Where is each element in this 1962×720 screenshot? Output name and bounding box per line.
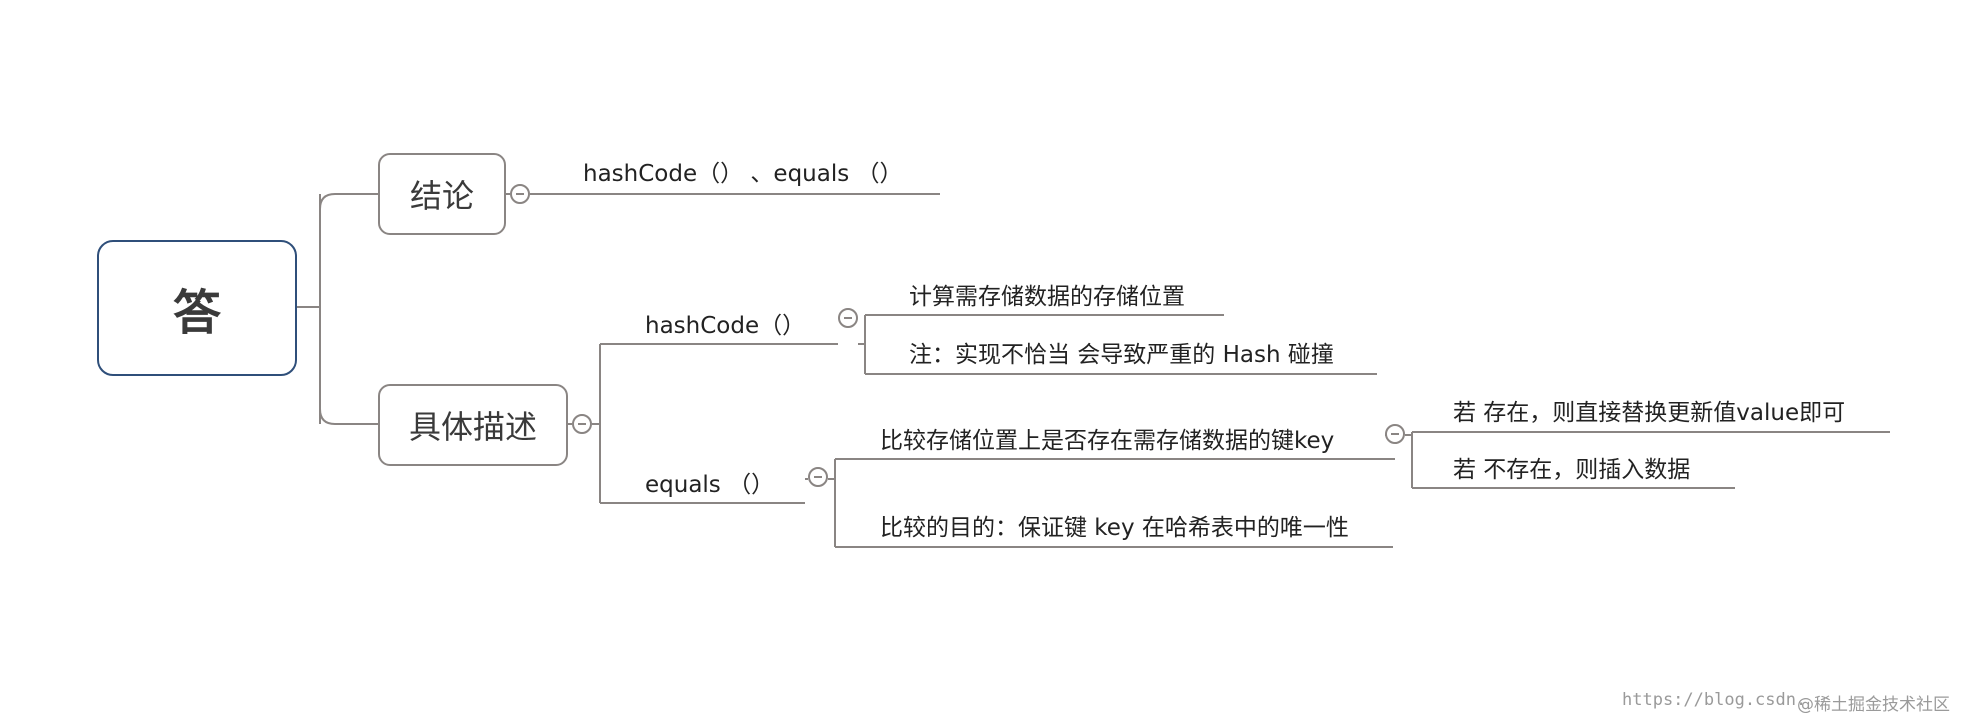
description-label: 具体描述 <box>408 408 537 446</box>
equals-outcome[interactable]: 若 存在，则直接替换更新值value即可 <box>1453 400 1846 426</box>
equals-compare-node[interactable]: 比较存储位置上是否存在需存储数据的键key <box>880 428 1335 454</box>
collapse-toggle-icon[interactable] <box>510 184 530 204</box>
collapse-toggle-icon[interactable] <box>838 308 858 328</box>
hashcode-item[interactable]: 计算需存储数据的存储位置 <box>909 284 1185 310</box>
watermark-credit: @稀土掘金技术社区 <box>1797 695 1950 715</box>
watermark-url: https://blog.csdn. <box>1622 690 1807 710</box>
equals-node[interactable]: equals （） <box>645 472 775 498</box>
root-label: 答 <box>172 285 221 341</box>
collapse-toggle-icon[interactable] <box>808 467 828 487</box>
equals-purpose[interactable]: 比较的目的：保证键 key 在哈希表中的唯一性 <box>880 515 1349 541</box>
conclusion-value: hashCode（） 、equals （） <box>583 161 903 187</box>
conclusion-label: 结论 <box>409 177 474 215</box>
root-node[interactable]: 答 <box>97 240 297 376</box>
description-node[interactable]: 具体描述 <box>378 384 568 466</box>
equals-outcome[interactable]: 若 不存在，则插入数据 <box>1453 457 1691 483</box>
collapse-toggle-icon[interactable] <box>572 414 592 434</box>
collapse-toggle-icon[interactable] <box>1385 424 1405 444</box>
conclusion-node[interactable]: 结论 <box>378 153 506 235</box>
hashcode-item[interactable]: 注：实现不恰当 会导致严重的 Hash 碰撞 <box>909 342 1334 368</box>
hashcode-node[interactable]: hashCode（） <box>645 313 806 339</box>
